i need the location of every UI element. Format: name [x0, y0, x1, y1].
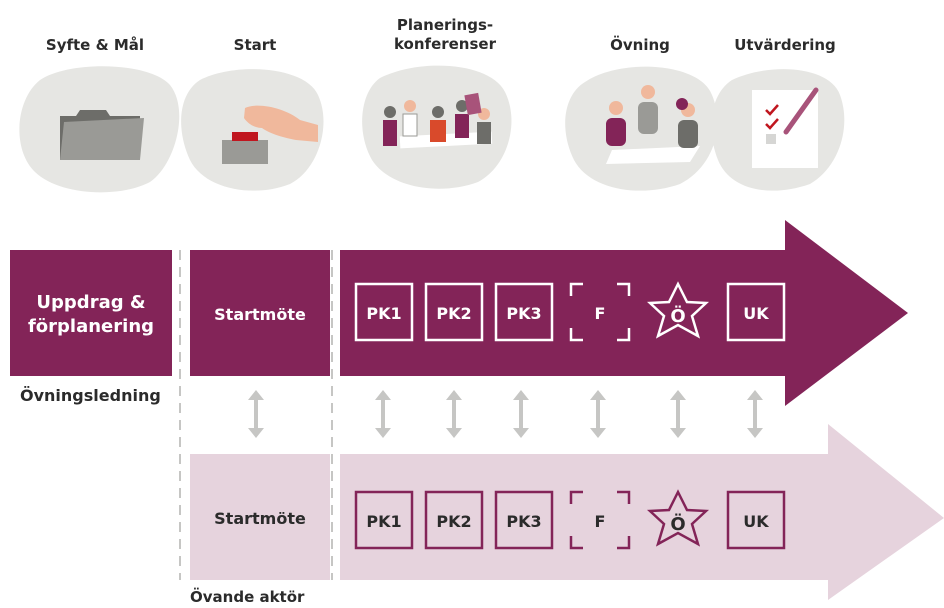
connector-arrow [375, 390, 391, 438]
actor-step-o-label: Ö [670, 513, 685, 535]
leadership-step-star [646, 281, 710, 339]
exercise-icon [565, 66, 718, 191]
leadership-step-o-label: Ö [670, 305, 685, 327]
actor-step-f-label: F [595, 512, 606, 531]
connector-arrow [513, 390, 529, 438]
leadership-steps [354, 281, 786, 342]
actor-step-pk1-label: PK1 [366, 512, 401, 531]
actor-track-label: Övande aktör [190, 588, 305, 606]
leadership-step-f [569, 282, 631, 342]
actor-step-pk2 [424, 490, 484, 550]
connector-arrow [670, 390, 686, 438]
actor-step-pk2-label: PK2 [436, 512, 471, 531]
connector-arrows [248, 390, 763, 438]
uppdrag-box [10, 250, 172, 376]
actor-step-pk3 [494, 490, 554, 550]
leadership-step-pk1 [354, 282, 414, 342]
connector-arrow [747, 390, 763, 438]
actor-step-uk [726, 490, 786, 550]
leadership-track-label: Övningsledning [20, 386, 161, 405]
actor-arrow [340, 424, 944, 600]
phase-title-planeringskonferenser: Planerings- konferenser [393, 16, 496, 53]
leadership-step-pk3 [494, 282, 554, 342]
leadership-step-f-label: F [595, 304, 606, 323]
leadership-step-pk3-label: PK3 [506, 304, 541, 323]
actor-startmote-label: Startmöte [214, 509, 306, 528]
phase-title-utvardering: Utvärdering [734, 36, 836, 54]
actor-startmote-box [190, 454, 330, 580]
leadership-step-pk1-label: PK1 [366, 304, 401, 323]
phase-title-syfte: Syfte & Mål [45, 36, 145, 54]
leadership-startmote-label: Startmöte [214, 305, 306, 324]
actor-step-star [646, 489, 710, 547]
leadership-arrow [340, 220, 908, 406]
checklist-icon [711, 69, 845, 191]
uppdrag-label-line1: Uppdrag & [36, 292, 145, 313]
meeting-icon [362, 65, 512, 189]
phase-title-start: Start [233, 36, 277, 54]
leadership-step-uk [726, 282, 786, 342]
folder-icon [19, 66, 180, 193]
connector-arrow [248, 390, 264, 438]
actor-step-pk3-label: PK3 [506, 512, 541, 531]
leadership-step-pk2-label: PK2 [436, 304, 471, 323]
leadership-step-pk2 [424, 282, 484, 342]
actor-steps [354, 489, 786, 550]
uppdrag-label-line2: förplanering [28, 316, 154, 337]
leadership-startmote-box [190, 250, 330, 376]
connector-arrow [590, 390, 606, 438]
actor-step-f [569, 490, 631, 550]
actor-step-pk1 [354, 490, 414, 550]
leadership-step-uk-label: UK [743, 304, 769, 323]
actor-step-uk-label: UK [743, 512, 769, 531]
connector-arrow [446, 390, 462, 438]
button-press-icon [181, 69, 324, 191]
phase-title-ovning: Övning [610, 36, 670, 54]
